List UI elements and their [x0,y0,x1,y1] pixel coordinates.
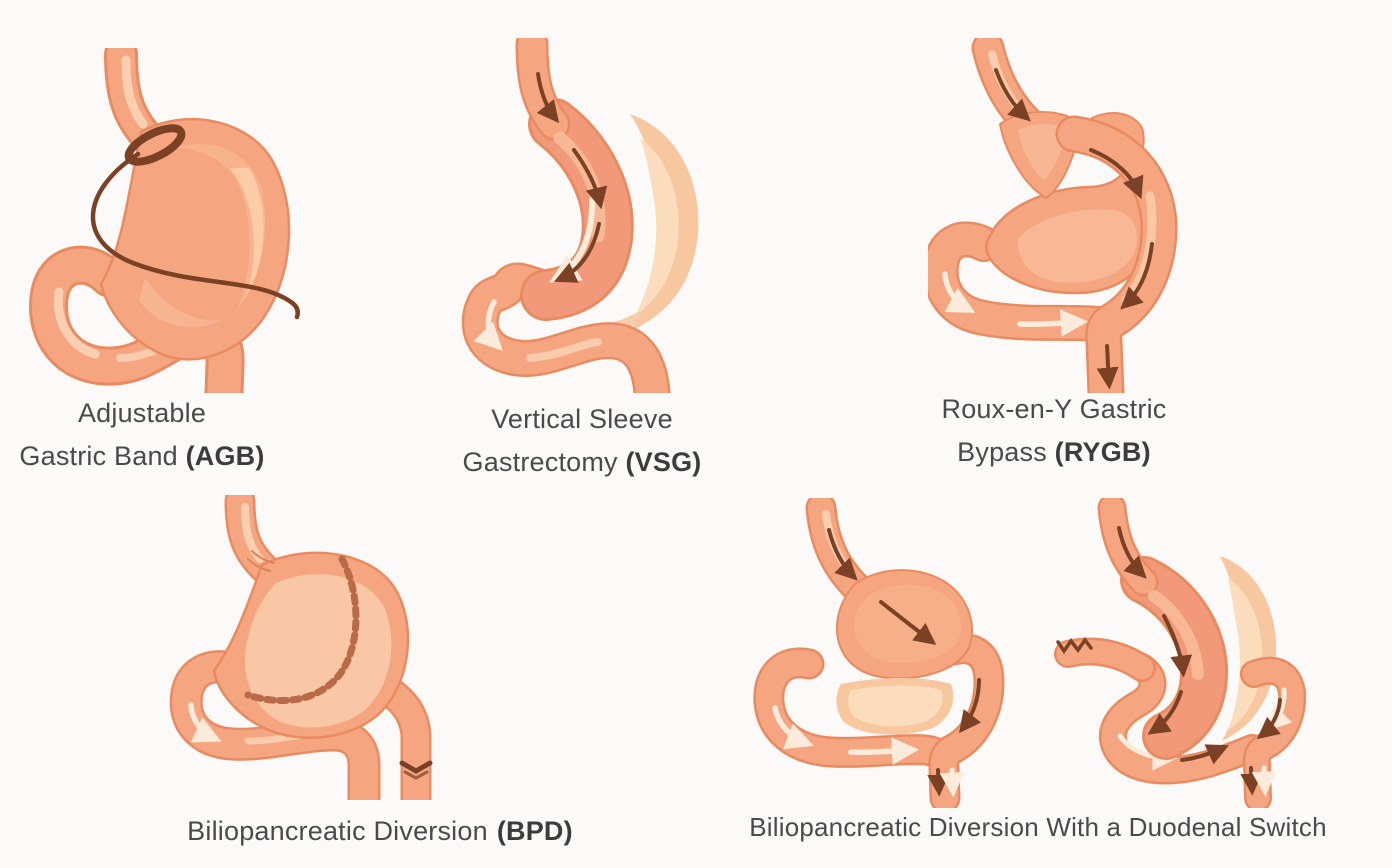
ds-upper-stomach [835,569,973,680]
transection-mark [399,760,433,774]
transected-lower-stomach [836,678,954,735]
sleeve-stomach [515,38,634,321]
agb-stomach [99,118,291,361]
duodenal-stump [1054,637,1156,682]
bpd-ds-left-illustration [753,498,1005,808]
label-agb: Adjustable Gastric Band (AGB) [0,392,284,478]
label-rygb-line1: Roux-en-Y Gastric [941,394,1167,424]
label-agb-line2: Gastric Band (AGB) [0,435,284,478]
label-vsg-abbr: (VSG) [625,447,702,477]
bpd-stomach [212,550,410,739]
vsg-illustration [461,38,699,393]
food-flow-arrows [536,72,608,283]
label-agb-name: Gastric Band [19,441,178,471]
rygb-illustration [928,38,1178,393]
band-port-tube [90,151,300,320]
serrated-cut-mark [1056,637,1093,655]
food-flow-arrows [827,528,982,797]
removed-stomach-portion [1220,556,1277,741]
label-bpd-abbr: (BPD) [496,816,573,846]
bpd-ds-right-illustration [1054,498,1307,808]
common-channel-light-arrow [939,767,965,798]
label-vsg-line2: Gastrectomy (VSG) [432,441,732,484]
label-agb-abbr: (AGB) [185,441,265,471]
label-bpd-ds-name: Biliopancreatic Diversion With a Duodena… [749,812,1327,842]
label-vsg-line1: Vertical Sleeve [491,404,673,434]
ds-sleeve-stomach [1097,498,1229,760]
gastric-band [90,124,300,320]
bypassed-stomach [985,146,1153,295]
label-vsg-name: Gastrectomy [462,447,618,477]
bpd-illustration [169,495,433,800]
common-channel-light-arrow [1251,765,1277,797]
label-vsg: Vertical Sleeve Gastrectomy (VSG) [432,398,732,484]
agb-esophagus [104,48,166,156]
agb-illustration [29,48,300,393]
label-agb-line1: Adjustable [77,398,207,428]
label-bpd-name: Biliopancreatic Diversion [187,816,488,846]
rygb-duodenum-loop [928,221,1116,342]
staple-line [244,555,360,705]
label-rygb-name: Bypass [957,437,1047,467]
label-bpd: Biliopancreatic Diversion (BPD) [150,810,610,853]
label-rygb-line2: Bypass (RYGB) [904,431,1204,474]
label-bpd-ds: Biliopancreatic Diversion With a Duodena… [728,806,1348,849]
vsg-intestine [461,262,671,393]
ds-intestine-loop [753,647,960,776]
food-flow-arrows [994,68,1154,390]
label-rygb: Roux-en-Y Gastric Bypass (RYGB) [904,388,1204,474]
label-rygb-abbr: (RYGB) [1054,437,1151,467]
food-flow-arrows [1117,526,1282,796]
